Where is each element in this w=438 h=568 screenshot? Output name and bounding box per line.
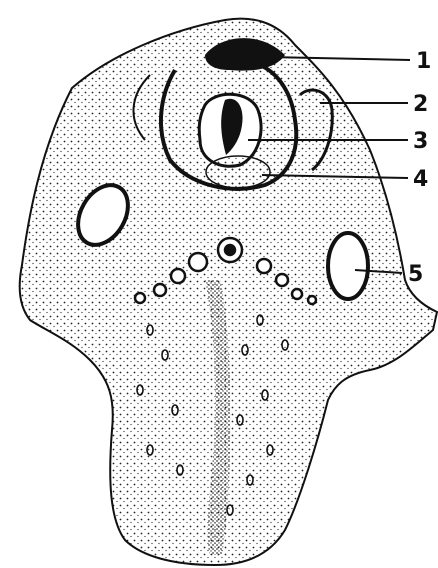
callout-label-5: 5 [408,262,423,287]
callout-label-3: 3 [413,129,428,154]
lower-pouch [206,156,270,188]
callout-label-2: 2 [413,92,428,117]
callout-label-4: 4 [413,167,428,192]
callout-label-1: 1 [416,49,431,74]
right-oval-structure [328,233,368,299]
